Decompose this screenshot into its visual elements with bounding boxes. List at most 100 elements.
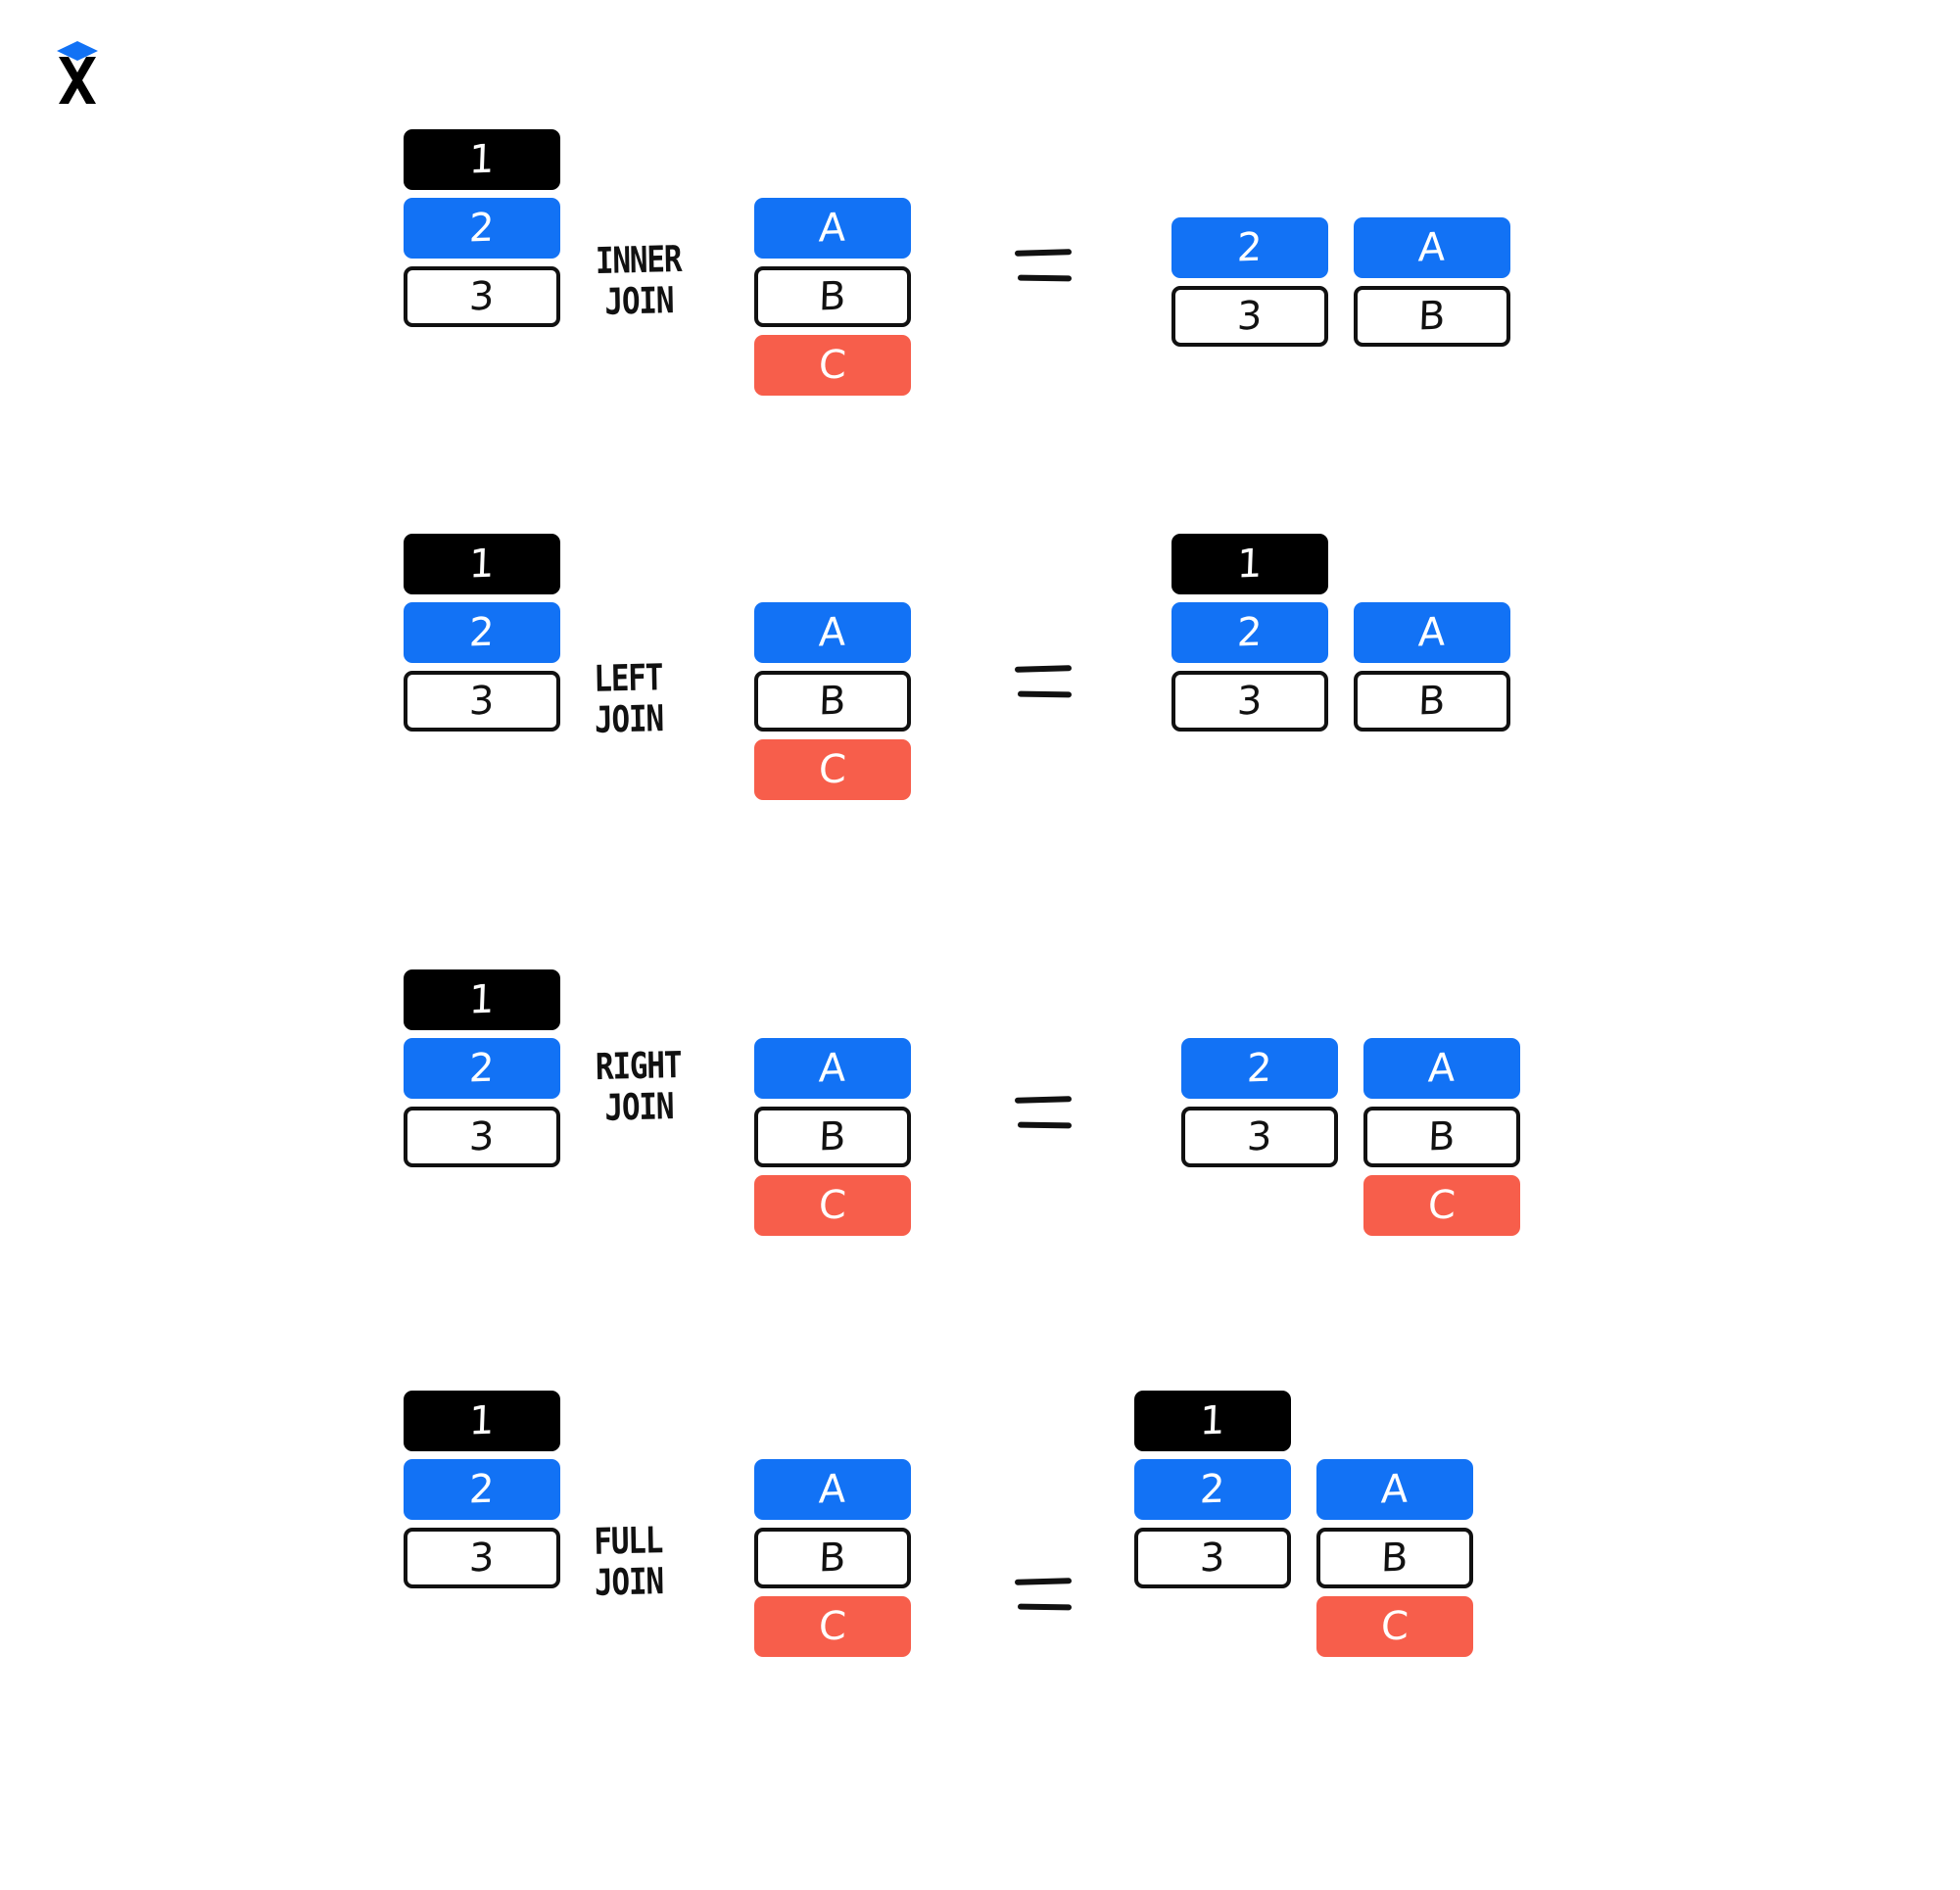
cell-value: 3 [468,1113,496,1160]
cell-value: 3 [1236,293,1264,340]
full-join-result-right-cell-c[interactable]: C [1316,1596,1473,1657]
cell-value: C [1379,1603,1410,1650]
full-join-result-right-cell-b[interactable]: B [1316,1528,1473,1588]
cell-value: 1 [468,976,496,1023]
right-join-left-table-cell-2[interactable]: 2 [404,1038,560,1099]
equals-icon-left-join [1014,664,1077,707]
cell-value: C [817,1603,848,1650]
left-join-result-left: 1 2 3 [1171,534,1328,739]
inner-join-right-table-cell-c[interactable]: C [754,335,911,396]
equals-bar-bottom [1017,274,1073,282]
full-join-result-left: 1 2 3 [1134,1391,1291,1596]
inner-join-left-table: 1 2 3 [404,129,560,335]
full-join-right-table-cell-b[interactable]: B [754,1528,911,1588]
full-join-result-left-cell-3[interactable]: 3 [1134,1528,1291,1588]
right-join-result-left-cell-2[interactable]: 2 [1181,1038,1338,1099]
inner-join-result-left-cell-2[interactable]: 2 [1171,217,1328,278]
cell-value: B [818,273,847,320]
right-join-result-right-cell-b[interactable]: B [1363,1107,1520,1167]
cell-value: A [818,1466,847,1513]
cell-value: A [1427,1045,1457,1092]
left-join-right-table-cell-a[interactable]: A [754,602,911,663]
inner-join-result-right-cell-b[interactable]: B [1354,286,1510,347]
right-join-result-left-cell-3[interactable]: 3 [1181,1107,1338,1167]
inner-join-left-table-cell-1[interactable]: 1 [404,129,560,190]
inner-join-right-table-cell-b[interactable]: B [754,266,911,327]
full-join-result-right-cell-a[interactable]: A [1316,1459,1473,1520]
cell-value: 1 [468,1397,496,1444]
cell-value: C [817,1182,848,1229]
full-join-left-table-cell-3[interactable]: 3 [404,1528,560,1588]
cell-value: A [818,1045,847,1092]
join-label-line1: LEFT [593,656,663,700]
left-join-left-table: 1 2 3 [404,534,560,739]
cell-value: A [818,609,847,656]
cell-value: B [818,1535,847,1582]
right-join-left-table: 1 2 3 [404,969,560,1175]
left-join-left-table-cell-3[interactable]: 3 [404,671,560,732]
left-join-right-table-cell-b[interactable]: B [754,671,911,732]
equals-bar-bottom [1017,1121,1073,1129]
inner-join-right-table-cell-a[interactable]: A [754,198,911,259]
cell-value: C [1426,1182,1458,1229]
join-label-line2: JOIN [594,697,664,742]
join-label-line1: INNER [595,237,682,283]
right-join-right-table-cell-a[interactable]: A [754,1038,911,1099]
left-join-left-table-cell-2[interactable]: 2 [404,602,560,663]
inner-join-result-left-cell-3[interactable]: 3 [1171,286,1328,347]
cell-value: 2 [1199,1466,1226,1513]
left-join-result-right-cell-empty [1354,534,1510,594]
right-join-left-table-cell-3[interactable]: 3 [404,1107,560,1167]
cell-value: 2 [468,1466,496,1513]
join-label-line1: FULL [593,1519,663,1563]
app-logo[interactable] [47,37,108,106]
join-label-line2: JOIN [604,1085,674,1130]
full-join-left-table-cell-2[interactable]: 2 [404,1459,560,1520]
inner-join-result-right-cell-a[interactable]: A [1354,217,1510,278]
full-join-result-left-cell-1[interactable]: 1 [1134,1391,1291,1451]
left-join-left-table-cell-1[interactable]: 1 [404,534,560,594]
cell-value: 3 [468,1535,496,1582]
cell-value: 1 [1236,541,1264,588]
cell-value: 2 [468,1045,496,1092]
equals-icon-full-join [1014,1577,1077,1620]
cell-value: B [1417,678,1447,725]
right-join-result-right-cell-c[interactable]: C [1363,1175,1520,1236]
join-label-line1: RIGHT [595,1043,682,1089]
inner-join-left-table-cell-3[interactable]: 3 [404,266,560,327]
cell-value: 2 [468,609,496,656]
cell-value: A [1417,224,1447,271]
full-join-left-table-cell-1[interactable]: 1 [404,1391,560,1451]
full-join-right-table-cell-a[interactable]: A [754,1459,911,1520]
full-join-right-table-cell-c[interactable]: C [754,1596,911,1657]
cell-value: 1 [468,136,496,183]
cell-value: 1 [468,541,496,588]
equals-icon-inner-join [1014,248,1077,291]
right-join-result-right-cell-a[interactable]: A [1363,1038,1520,1099]
cell-value: C [817,342,848,389]
left-join-result-right-cell-a[interactable]: A [1354,602,1510,663]
left-join-right-table-cell-c[interactable]: C [754,739,911,800]
right-join-right-table-cell-b[interactable]: B [754,1107,911,1167]
left-join-result-left-cell-1[interactable]: 1 [1171,534,1328,594]
equals-bar-bottom [1017,690,1073,698]
left-join-result-left-cell-3[interactable]: 3 [1171,671,1328,732]
cell-value: B [1427,1113,1457,1160]
equals-bar-top [1014,1096,1073,1104]
right-join-left-table-cell-1[interactable]: 1 [404,969,560,1030]
inner-join-left-table-cell-2[interactable]: 2 [404,198,560,259]
left-join-result-left-cell-2[interactable]: 2 [1171,602,1328,663]
left-join-result-right-cell-b[interactable]: B [1354,671,1510,732]
cell-value: 3 [1246,1113,1273,1160]
full-join-result-left-cell-2[interactable]: 2 [1134,1459,1291,1520]
right-join-right-table-cell-c[interactable]: C [754,1175,911,1236]
